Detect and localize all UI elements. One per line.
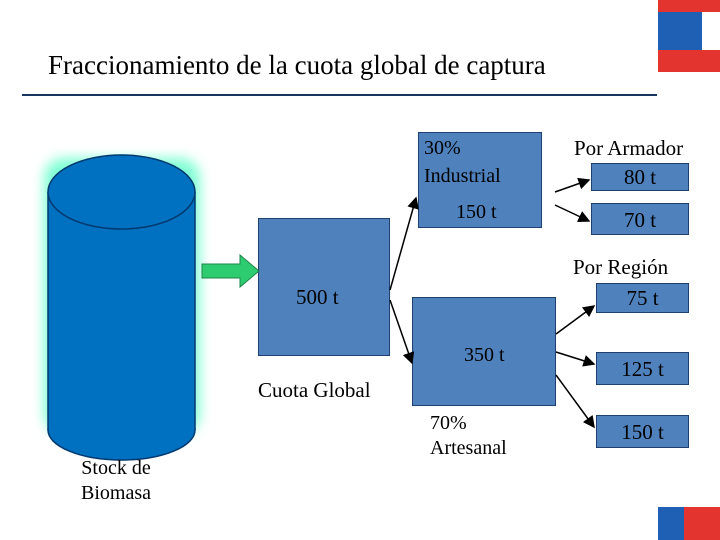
- page-title: Fraccionamiento de la cuota global de ca…: [48, 50, 546, 80]
- region-box-1: [596, 283, 689, 313]
- por-region-heading: Por Región: [573, 255, 669, 279]
- artesanal-value: 350 t: [464, 344, 505, 366]
- cuota-global-box: [258, 218, 390, 356]
- stock-label-line2: Biomasa: [81, 482, 151, 504]
- stock-label: Stock de Biomasa: [60, 456, 172, 506]
- flow-arrow-icon: [201, 253, 260, 289]
- region-box-3: [596, 415, 689, 448]
- armador-box-1: [591, 163, 689, 191]
- artesanal-percent: 70%: [430, 412, 467, 434]
- footer-flag-blue: [658, 507, 684, 540]
- industrial-percent: 30%: [424, 137, 461, 159]
- region-box-2: [596, 352, 689, 385]
- flag-stripe-blue: [658, 12, 702, 50]
- flag-stripe-red: [658, 0, 720, 12]
- flag-stripe-white: [702, 12, 720, 50]
- industrial-name: Industrial: [424, 165, 501, 187]
- footer-flag-red: [684, 507, 720, 540]
- artesanal-name: Artesanal: [430, 437, 507, 459]
- cuota-label: Cuota Global: [258, 378, 371, 402]
- armador-value-2: 70 t: [623, 208, 657, 232]
- title-underline: [22, 94, 657, 96]
- por-armador-heading: Por Armador: [574, 136, 684, 160]
- armador-box-2: [591, 203, 689, 235]
- cuota-value: 500 t: [296, 285, 339, 309]
- industrial-value: 150 t: [456, 201, 497, 223]
- region-value-3: 150 t: [621, 420, 664, 444]
- armador-value-1: 80 t: [623, 165, 657, 189]
- stock-label-line1: Stock de: [81, 457, 151, 479]
- flag-stripe-red-lower: [658, 50, 720, 72]
- region-value-1: 75 t: [626, 286, 659, 310]
- industrial-box: [418, 132, 542, 228]
- region-value-2: 125 t: [621, 357, 664, 381]
